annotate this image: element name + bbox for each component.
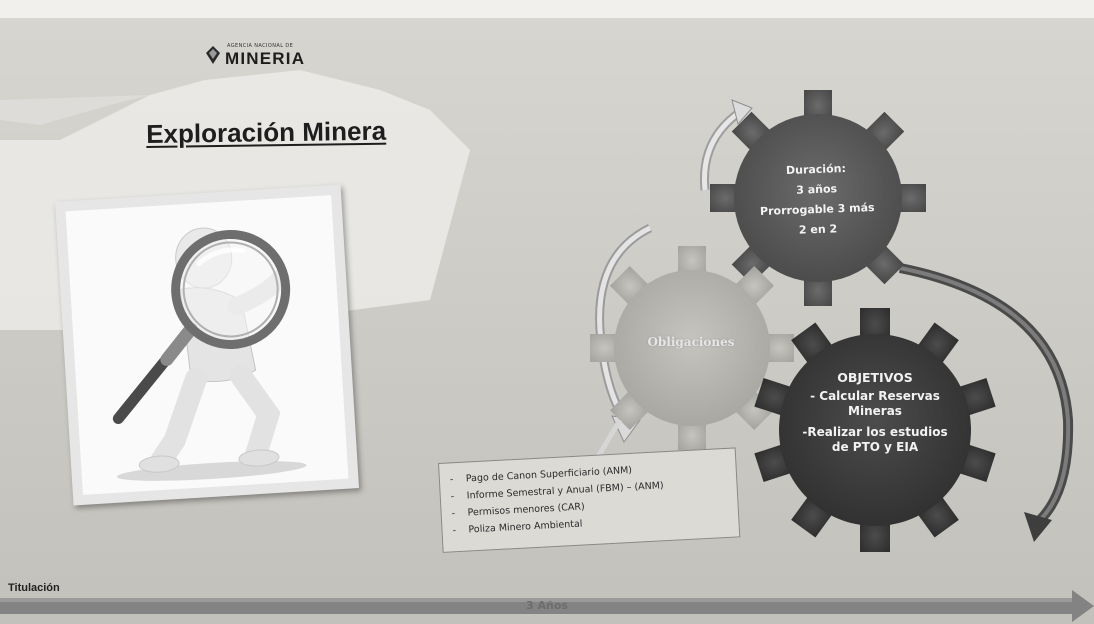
objetivo-item: -Realizar los estudios de PTO y EIA — [802, 425, 948, 454]
curved-arrow-top-left — [699, 99, 753, 191]
obligations-list: -Pago de Canon Superficiario (ANM) -Info… — [439, 448, 739, 539]
explorer-image — [65, 195, 349, 495]
objetivos-title: OBJETIVOS — [837, 370, 913, 385]
objetivos-text: OBJETIVOS - Calcular Reservas Mineras -R… — [795, 370, 955, 461]
timeline-duration: 3 Años — [526, 599, 568, 612]
logo-mark-icon — [206, 46, 220, 64]
anm-logo: AGENCIA NACIONAL DE MINERIA — [205, 40, 335, 74]
logo-subtext: AGENCIA NACIONAL DE — [227, 43, 294, 49]
duracion-gear — [710, 90, 926, 306]
obligaciones-gear — [590, 246, 794, 450]
timeline-arrow — [0, 590, 1094, 622]
duracion-text: Duración: 3 años Prorrogable 3 más 2 en … — [751, 158, 884, 242]
magnifying-figure-illustration — [112, 227, 307, 481]
obligation-text: Poliza Minero Ambiental — [468, 518, 583, 536]
timeline-label: Titulación — [8, 582, 60, 594]
curved-arrow-right — [899, 263, 1074, 542]
explorer-image-frame — [54, 184, 360, 506]
logo-wordmark: MINERIA — [225, 49, 306, 68]
obligaciones-label: Obligaciones — [647, 335, 735, 349]
objetivo-item: - Calcular Reservas Mineras — [810, 389, 940, 418]
obligations-list-box: -Pago de Canon Superficiario (ANM) -Info… — [438, 447, 741, 553]
top-band — [0, 0, 1094, 18]
objetivos-gear — [754, 308, 996, 552]
